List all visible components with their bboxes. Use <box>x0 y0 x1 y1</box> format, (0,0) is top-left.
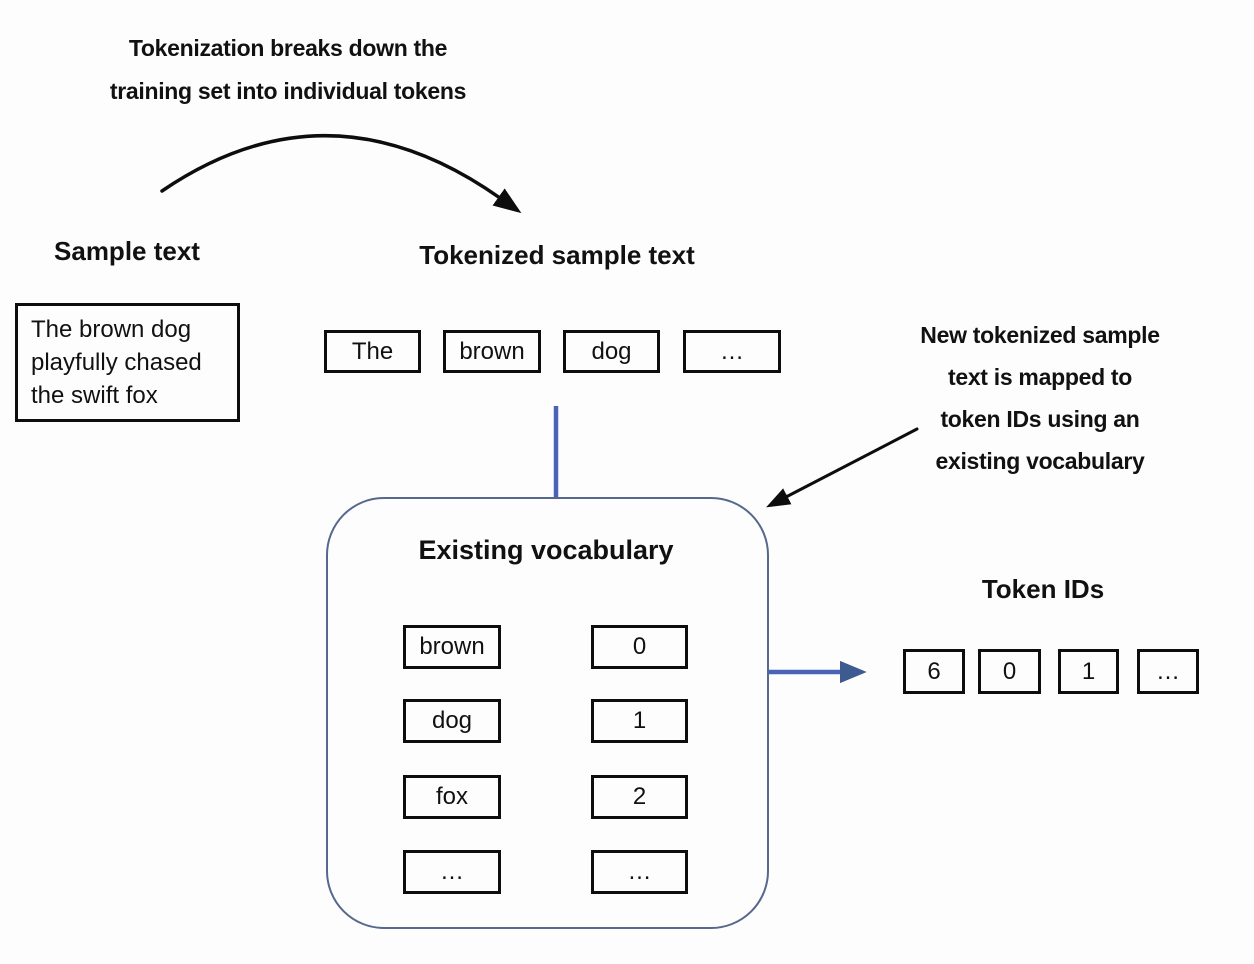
vocab-word-box: … <box>403 850 501 894</box>
token-id-box: … <box>1137 649 1199 694</box>
mapping-annotation-line: text is mapped to <box>947 364 1133 390</box>
tokenized-heading: Tokenized sample text <box>419 240 695 270</box>
token-id-box: 6 <box>903 649 965 694</box>
vocab-word-box: dog <box>403 699 501 743</box>
mapping-annotation-line: New tokenized sample <box>920 322 1160 348</box>
mapping-annotation-line: existing vocabulary <box>935 448 1145 474</box>
existing-vocabulary-container <box>326 497 769 929</box>
token-box: dog <box>563 330 660 373</box>
vocab-id-box: 1 <box>591 699 688 743</box>
top-annotation-line: Tokenization breaks down the <box>128 35 448 61</box>
mapping-annotation-line: token IDs using an <box>940 406 1140 432</box>
vocab-id-box: 0 <box>591 625 688 669</box>
sample-text-box: The brown dog playfully chased the swift… <box>15 303 240 422</box>
token-id-box: 1 <box>1058 649 1119 694</box>
mapping-annotation: New tokenized sample text is mapped to t… <box>890 314 1190 482</box>
token-box: The <box>324 330 421 373</box>
token-ids-heading: Token IDs <box>981 574 1105 604</box>
vocab-id-box: 2 <box>591 775 688 819</box>
sample-text-heading: Sample text <box>54 236 200 266</box>
top-annotation-line: training set into individual tokens <box>109 78 467 104</box>
vocab-id-box: … <box>591 850 688 894</box>
existing-vocabulary-heading: Existing vocabulary <box>418 535 674 565</box>
tokenization-curved-arrow <box>160 134 522 214</box>
vocab-word-box: brown <box>403 625 501 669</box>
sample-text-line: The brown dog <box>31 316 192 343</box>
sample-text-line: playfully chased <box>31 349 202 376</box>
vocab-word-box: fox <box>403 775 501 819</box>
sample-text-line: the swift fox <box>31 382 158 409</box>
top-annotation: Tokenization breaks down the training se… <box>88 27 488 113</box>
token-box: brown <box>443 330 541 373</box>
token-box: … <box>683 330 781 373</box>
token-id-box: 0 <box>978 649 1041 694</box>
